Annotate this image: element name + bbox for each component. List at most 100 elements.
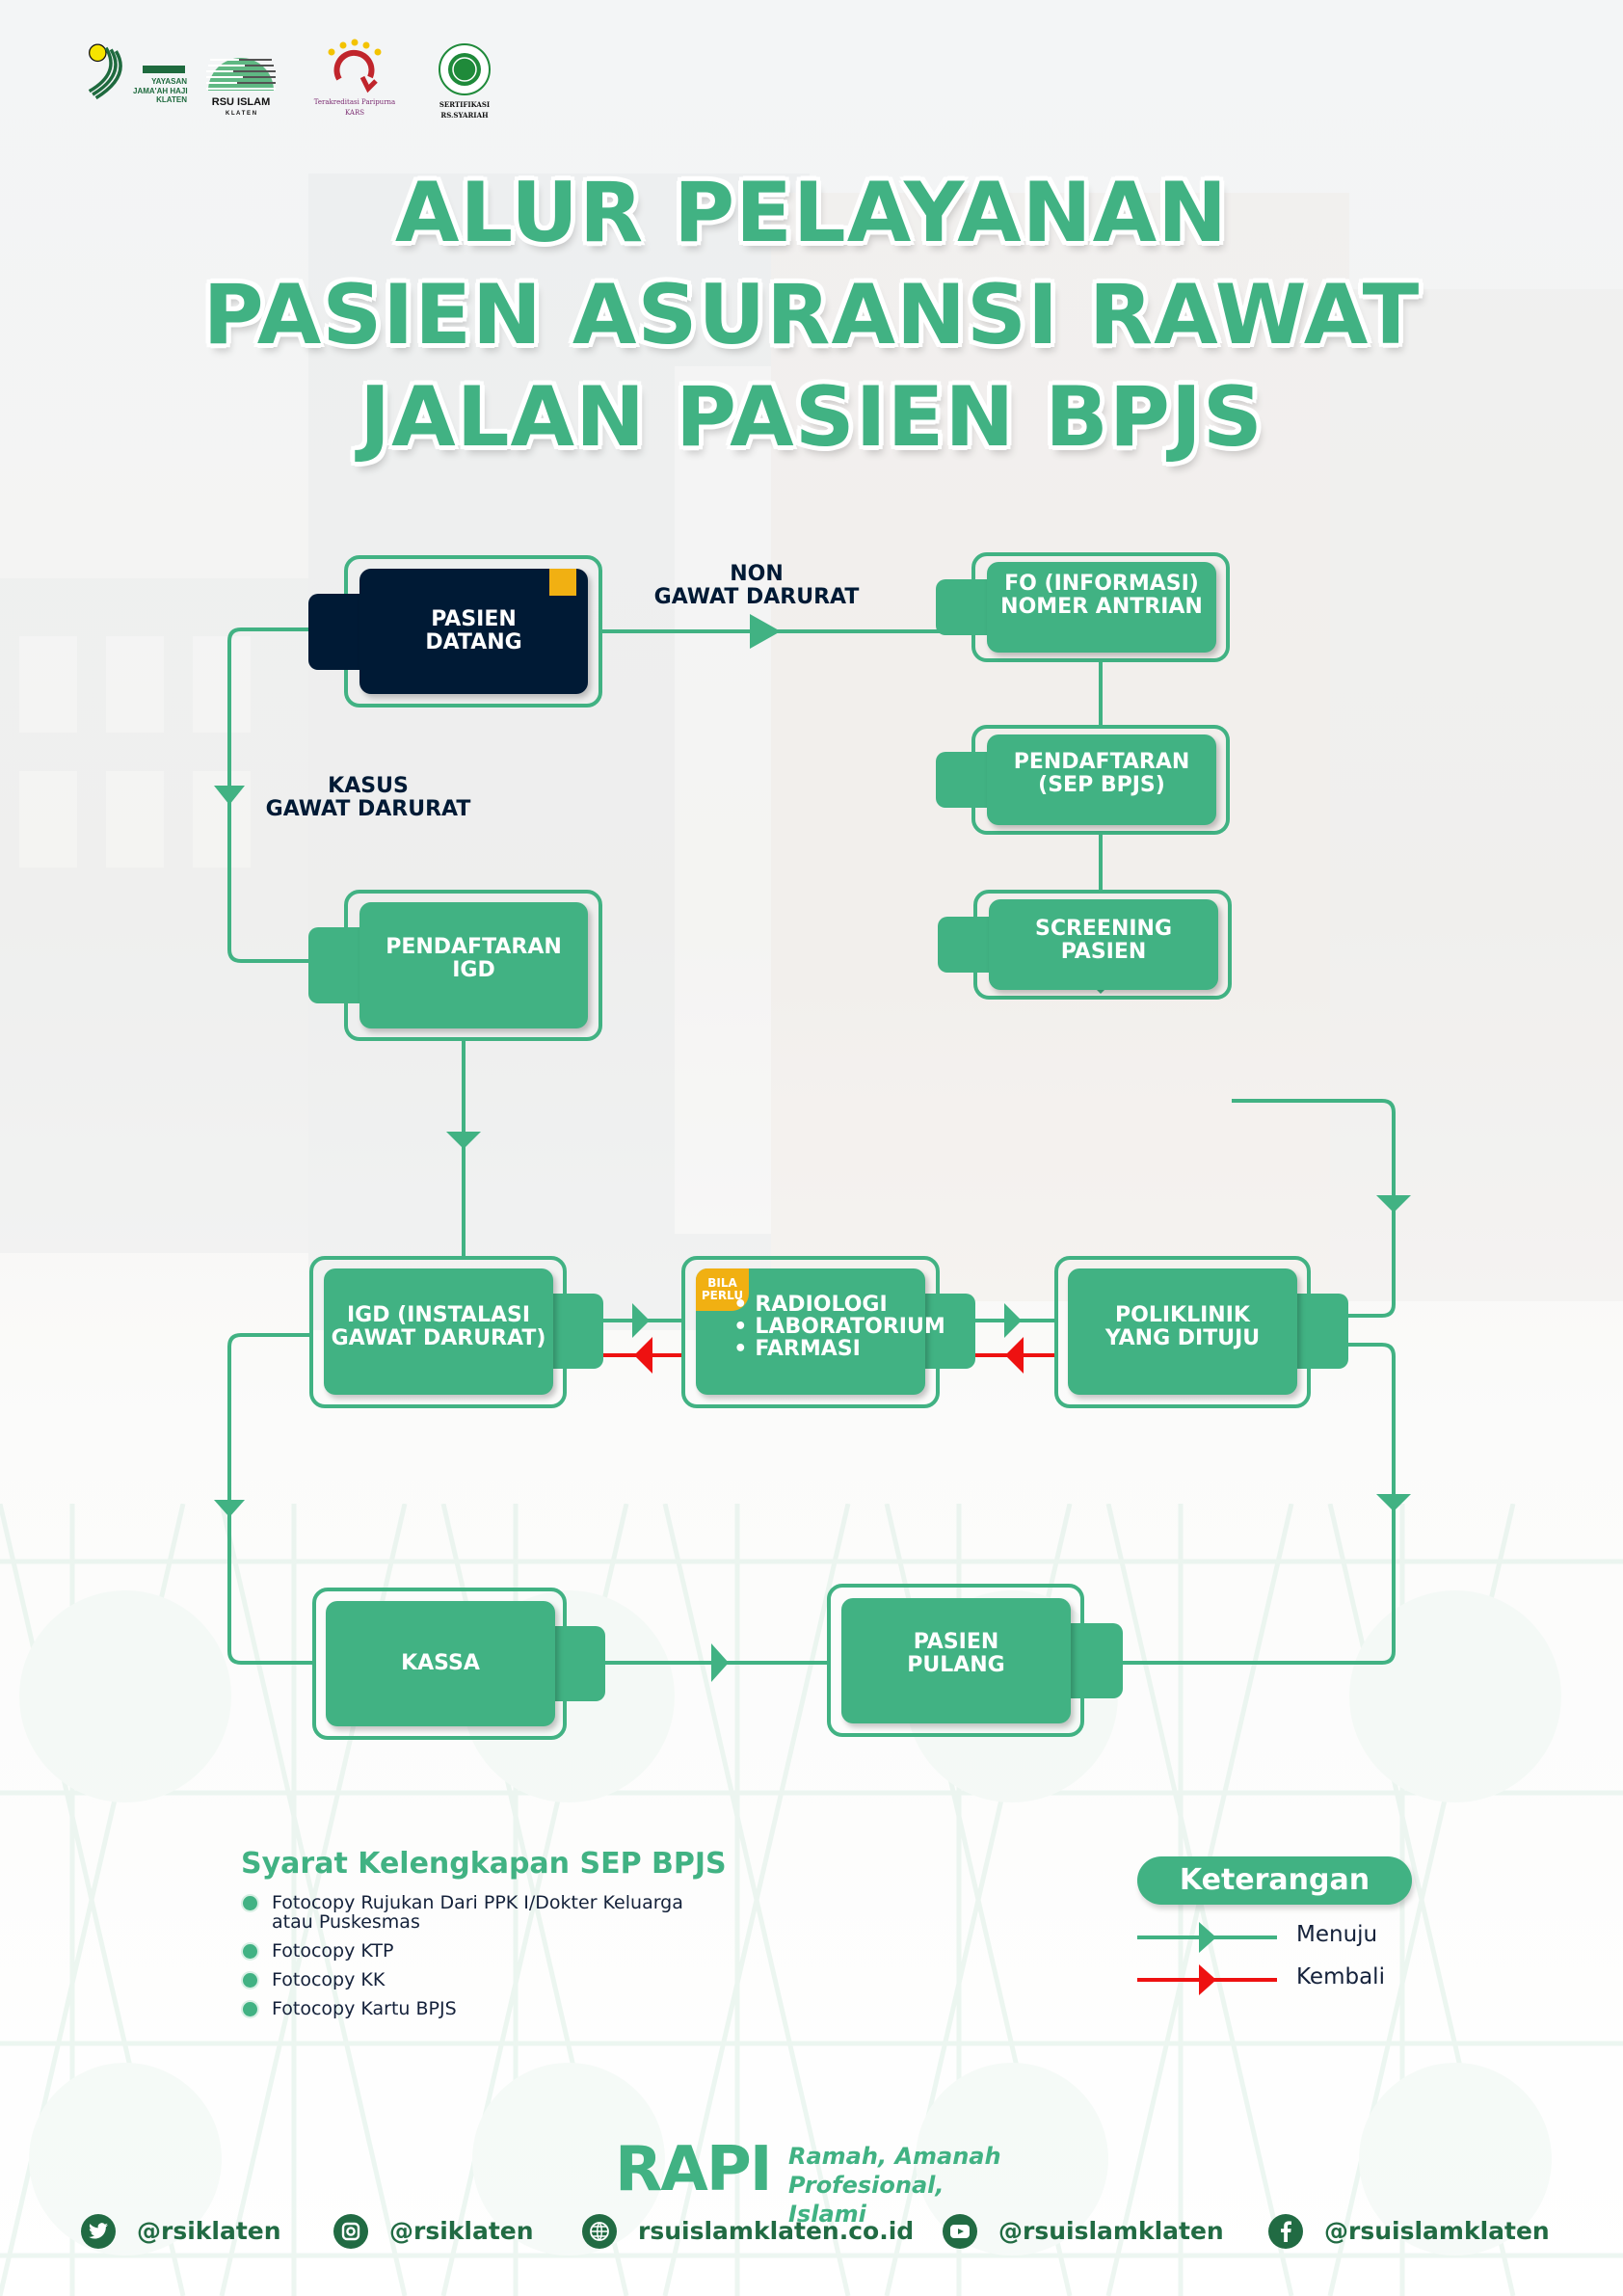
node-body: PASIEN DATANG bbox=[359, 569, 588, 694]
node-body: IGD (INSTALASI GAWAT DARURAT) bbox=[324, 1268, 553, 1395]
bullet-icon bbox=[243, 1896, 257, 1910]
arrow-left-icon bbox=[634, 1337, 652, 1374]
label-non-gawat-darurat: NON GAWAT DARURAT bbox=[653, 562, 860, 609]
logo-kars: Terakreditasi Paripurna KARS bbox=[299, 39, 411, 127]
bullet-icon bbox=[243, 1944, 257, 1959]
node-label: IGD (INSTALASI GAWAT DARURAT) bbox=[331, 1302, 546, 1350]
node-body: KASSA bbox=[326, 1601, 555, 1726]
social-website[interactable]: rsuislamklaten.co.id bbox=[582, 2214, 914, 2249]
kars-emblem-icon bbox=[328, 39, 382, 93]
corner-badge bbox=[549, 569, 576, 596]
social-instagram[interactable]: @rsiklaten bbox=[333, 2214, 534, 2249]
logo-rsu-line2: K L A T E N bbox=[225, 111, 257, 117]
service-list: RADIOLOGI LABORATORIUM FARMASI bbox=[733, 1294, 945, 1360]
arabic-plate bbox=[143, 66, 185, 73]
label-kasus-gawat-darurat: KASUS GAWAT DARURAT bbox=[265, 774, 471, 821]
node-body: POLIKLINIK YANG DITUJU bbox=[1068, 1268, 1297, 1395]
return-arrow-icon bbox=[1137, 1964, 1277, 1995]
node-body: BILA PERLU RADIOLOGI LABORATORIUM FARMAS… bbox=[696, 1268, 945, 1395]
arrow-right-icon bbox=[750, 614, 781, 649]
legend-item-kembali: Kembali bbox=[1137, 1957, 1426, 1999]
requirement-text: Fotocopy Kartu BPJS bbox=[272, 1998, 457, 2019]
requirement-text: Fotocopy Rujukan Dari PPK I/Dokter Kelua… bbox=[272, 1892, 683, 1933]
edge-igd-to-kassa bbox=[227, 1333, 312, 1665]
node-label: FO (INFORMASI) NOMER ANTRIAN bbox=[1000, 572, 1203, 619]
node-label: PENDAFTARAN IGD bbox=[386, 934, 562, 982]
youtube-icon bbox=[943, 2214, 977, 2249]
logo-mui-line1: SERTIFIKASI bbox=[439, 100, 491, 109]
node-label: POLIKLINIK YANG DITUJU bbox=[1104, 1302, 1261, 1350]
title-line-3: JALAN PASIEN BPJS bbox=[359, 369, 1264, 466]
arrow-right-icon bbox=[711, 1643, 729, 1682]
arrow-down-icon bbox=[446, 1132, 481, 1149]
requirement-item: Fotocopy KTP bbox=[241, 1941, 838, 1961]
islamic-pattern-background bbox=[0, 1504, 1623, 2296]
badge-line-2: PERLU bbox=[701, 1289, 744, 1302]
node-label: KASSA bbox=[401, 1651, 480, 1675]
social-handle: rsuislamklaten.co.id bbox=[638, 2217, 915, 2245]
node-label: SCREENING PASIEN bbox=[1034, 917, 1173, 964]
requirements-list: Fotocopy Rujukan Dari PPK I/Dokter Kelua… bbox=[241, 1893, 838, 2018]
facebook-icon bbox=[1268, 2214, 1303, 2249]
node-label: PASIEN DATANG bbox=[425, 607, 522, 654]
social-handle: @rsiklaten bbox=[137, 2217, 281, 2245]
arrow-right-icon bbox=[632, 1303, 650, 1338]
motto-acronym: RAPI bbox=[615, 2134, 773, 2205]
social-handle: @rsuislamklaten bbox=[1324, 2217, 1550, 2245]
badge-line-1: BILA bbox=[707, 1276, 737, 1290]
arrow-right-icon bbox=[1004, 1303, 1022, 1338]
logo-kars-line2: KARS bbox=[344, 109, 365, 117]
requirement-text: Fotocopy KTP bbox=[272, 1940, 394, 1962]
node-body: PENDAFTARAN (SEP BPJS) bbox=[987, 734, 1216, 825]
node-body: FO (INFORMASI) NOMER ANTRIAN bbox=[987, 562, 1216, 653]
twitter-icon bbox=[81, 2214, 116, 2249]
building-background bbox=[0, 0, 1623, 1504]
arrow-down-icon bbox=[214, 1500, 245, 1517]
logo-mui: SERTIFIKASI RS.SYARIAH bbox=[430, 42, 499, 129]
logo-rsu-line1: RSU ISLAM bbox=[211, 96, 271, 108]
node-label: PASIEN PULANG bbox=[907, 1630, 1005, 1677]
legend-item-menuju: Menuju bbox=[1137, 1914, 1426, 1957]
service-item: FARMASI bbox=[733, 1338, 945, 1360]
forward-arrow-icon bbox=[1137, 1922, 1277, 1953]
service-item: LABORATORIUM bbox=[733, 1316, 945, 1338]
rsu-islam-emblem-icon bbox=[206, 58, 276, 91]
instagram-icon bbox=[333, 2214, 368, 2249]
social-facebook[interactable]: @rsuislamklaten bbox=[1268, 2214, 1550, 2249]
node-label: PENDAFTARAN (SEP BPJS) bbox=[1013, 750, 1190, 797]
logo-mui-line2: RS.SYARIAH bbox=[440, 111, 489, 120]
logo-kars-line1: Terakreditasi Paripurna bbox=[313, 98, 396, 106]
title-line-2: PASIEN ASURANSI RAWAT bbox=[202, 267, 1421, 363]
node-body: PASIEN PULANG bbox=[841, 1598, 1071, 1723]
requirements-section: Syarat Kelengkapan SEP BPJS Fotocopy Ruj… bbox=[241, 1847, 838, 2028]
arrow-left-icon bbox=[1005, 1337, 1024, 1374]
legend-title: Keterangan bbox=[1137, 1856, 1412, 1905]
bullet-icon bbox=[243, 1973, 257, 1988]
social-youtube[interactable]: @rsuislamklaten bbox=[943, 2214, 1224, 2249]
title-line-1: ALUR PELAYANAN bbox=[394, 165, 1229, 261]
motto: RAPI Ramah, Amanah Profesional, Islami bbox=[615, 2134, 1020, 2228]
social-bar: @rsiklaten @rsiklaten rsuislamklaten.co.… bbox=[0, 2214, 1623, 2253]
legend-label: Menuju bbox=[1296, 1922, 1378, 1947]
requirement-text: Fotocopy KK bbox=[272, 1969, 386, 1990]
page-title: ALUR PELAYANAN PASIEN ASURANSI RAWAT JAL… bbox=[0, 162, 1623, 468]
arrow-down-icon bbox=[1376, 1195, 1411, 1213]
social-twitter[interactable]: @rsiklaten bbox=[81, 2214, 281, 2249]
globe-icon bbox=[582, 2214, 617, 2249]
requirement-item: Fotocopy Rujukan Dari PPK I/Dokter Kelua… bbox=[241, 1893, 838, 1932]
motto-text: Ramah, Amanah Profesional, Islami bbox=[788, 2143, 1001, 2228]
requirement-item: Fotocopy Kartu BPJS bbox=[241, 1999, 838, 2018]
logo-rsu-islam: RSU ISLAM K L A T E N bbox=[204, 46, 278, 120]
bullet-icon bbox=[243, 2002, 257, 2016]
social-handle: @rsiklaten bbox=[389, 2217, 534, 2245]
requirements-title: Syarat Kelengkapan SEP BPJS bbox=[241, 1847, 727, 1881]
legend-label: Kembali bbox=[1296, 1964, 1385, 1989]
node-body: PENDAFTARAN IGD bbox=[359, 902, 588, 1028]
logo-yayasan-line1: YAYASAN bbox=[151, 77, 187, 86]
node-body: SCREENING PASIEN bbox=[989, 899, 1218, 990]
service-item: RADIOLOGI bbox=[733, 1294, 945, 1316]
arrow-down-icon bbox=[1376, 1494, 1411, 1511]
legend: Keterangan Menuju Kembali bbox=[1137, 1856, 1426, 1999]
arrow-down-icon bbox=[214, 786, 245, 805]
